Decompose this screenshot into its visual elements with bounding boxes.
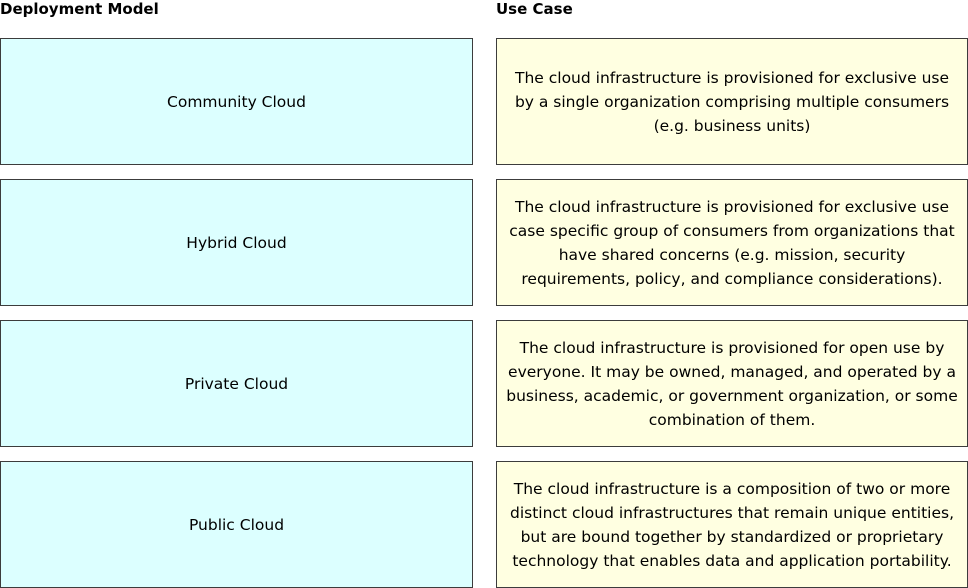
model-tile-public-cloud[interactable]: Public Cloud [0,461,473,588]
use-case-target-4[interactable]: The cloud infrastructure is a compositio… [496,461,968,588]
model-tile-community-cloud[interactable]: Community Cloud [0,38,473,165]
model-label: Community Cloud [167,92,306,111]
deployment-model-header: Deployment Model [0,0,159,18]
model-tile-hybrid-cloud[interactable]: Hybrid Cloud [0,179,473,306]
use-case-header: Use Case [496,0,573,18]
use-case-target-2[interactable]: The cloud infrastructure is provisioned … [496,179,968,306]
use-case-text: The cloud infrastructure is provisioned … [514,68,950,135]
model-label: Hybrid Cloud [186,233,287,252]
use-case-text: The cloud infrastructure is provisioned … [509,197,955,288]
model-tile-private-cloud[interactable]: Private Cloud [0,320,473,447]
model-label: Public Cloud [188,515,285,534]
use-case-text: The cloud infrastructure is provisioned … [506,338,958,429]
use-case-text: The cloud infrastructure is a compositio… [509,479,955,570]
use-case-target-3[interactable]: The cloud infrastructure is provisioned … [496,320,968,447]
model-label: Private Cloud [184,374,289,393]
use-case-target-1[interactable]: The cloud infrastructure is provisioned … [496,38,968,165]
